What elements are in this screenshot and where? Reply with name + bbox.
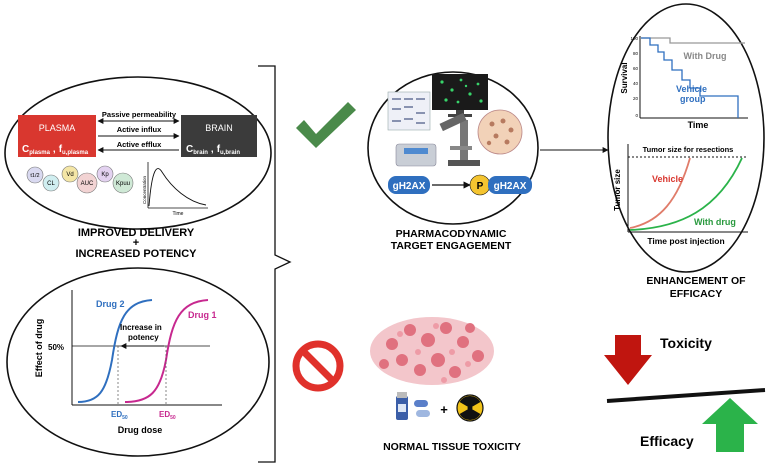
pcr-machine-icon <box>395 143 437 167</box>
pk-param-kpuu: Kpuu <box>116 181 130 187</box>
no-entry-icon <box>292 340 344 392</box>
toxicity-caption: NORMAL TISSUE TOXICITY <box>383 441 521 453</box>
conc-axis-label: Concentration <box>142 175 147 204</box>
pk-oval <box>4 76 272 230</box>
plasma-box <box>18 115 96 157</box>
bracket <box>258 65 292 463</box>
pd-caption-2: TARGET ENGAGEMENT <box>391 240 512 252</box>
western-blot-gel <box>387 91 431 131</box>
surv-vehicle-label-1: Vehicle <box>676 84 707 94</box>
tumor-plot: Tumor size for resections Vehicle With d… <box>613 144 748 246</box>
plasma-conc: Cplasma,fu,plasma <box>22 144 89 156</box>
dr-ylabel: Effect of drug <box>34 319 44 378</box>
caption-increased-potency: INCREASED POTENCY <box>75 248 197 260</box>
conc-time-mini-plot: Concentration Time <box>142 162 208 217</box>
with-drug-curve <box>641 37 745 44</box>
potency-annotation-2: potency <box>128 333 159 342</box>
drug2-label: Drug 2 <box>96 299 125 309</box>
tumor-drug-curve <box>629 157 743 231</box>
efficacy-up-arrow <box>702 398 758 452</box>
efficacy-caption-1: ENHANCEMENT OF <box>646 275 746 287</box>
surv-tick-40: 40 <box>633 81 639 86</box>
surv-tick-80: 80 <box>633 51 639 56</box>
ed50-drug1: ED50 <box>159 410 176 421</box>
survival-plot: 100 80 60 40 20 0 With Drug Vehicle grou… <box>620 36 748 130</box>
pd-oval <box>367 71 539 225</box>
surv-tick-0: 0 <box>635 113 638 118</box>
surv-xlabel: Time <box>688 120 709 130</box>
caption-plus: + <box>133 237 139 249</box>
brain-label: BRAIN <box>205 123 233 133</box>
toxicity-label: Toxicity <box>660 335 712 351</box>
pk-param-vd: Vd <box>66 172 73 178</box>
normal-tissue-illustration <box>370 317 494 385</box>
balance-beam <box>606 388 766 403</box>
threshold-label: Tumor size for resections <box>643 145 734 154</box>
surv-ylabel: Survival <box>620 62 629 93</box>
pk-param-t-half: t1/2 <box>30 173 39 179</box>
dose-response-plot: Effect of drug Drug dose 50% Drug 2 Drug… <box>34 290 222 435</box>
tissue-magnification <box>477 109 523 155</box>
surv-with-drug-label: With Drug <box>684 51 727 61</box>
tumor-vehicle-curve <box>629 157 691 229</box>
drug-vial-icon <box>396 392 408 420</box>
pk-param-kp: Kp <box>101 172 109 178</box>
tumor-drug-label: With drug <box>694 217 736 227</box>
brain-box <box>181 115 257 157</box>
tumor-vehicle-label: Vehicle <box>652 174 683 184</box>
dr-xlabel: Drug dose <box>118 425 163 435</box>
gh2ax-right-label: gH2AX <box>494 181 527 192</box>
surv-tick-100: 100 <box>630 36 638 41</box>
caption-improved-delivery: IMPROVED DELIVERY <box>78 227 195 239</box>
phospho-label: P <box>477 181 484 192</box>
surv-vehicle-label-2: group <box>680 94 706 104</box>
dose-response-oval <box>6 267 270 457</box>
drug1-label: Drug 1 <box>188 310 217 320</box>
efficacy-oval <box>607 3 765 273</box>
vehicle-curve <box>641 37 739 118</box>
plasma-label: PLASMA <box>39 123 76 133</box>
gh2ax-left-label: gH2AX <box>393 181 426 192</box>
drug2-curve <box>77 299 153 403</box>
tumor-xlabel: Time post injection <box>647 236 724 246</box>
ed50-drug2: ED50 <box>111 410 128 421</box>
surv-tick-20: 20 <box>633 96 639 101</box>
brain-conc: Cbrain,fu,brain <box>186 144 240 156</box>
surv-tick-60: 60 <box>633 66 639 71</box>
check-icon <box>296 102 356 148</box>
efficacy-label: Efficacy <box>640 433 694 449</box>
toxicity-plus: + <box>440 402 448 417</box>
pill-icons <box>414 400 430 417</box>
microscope-icon <box>439 112 480 166</box>
tumor-ylabel: Tumor size <box>613 169 622 211</box>
gh2ax-box-left <box>388 176 430 194</box>
radiation-icon <box>456 394 484 422</box>
pd-caption-1: PHARMACODYNAMIC <box>396 228 507 240</box>
gh2ax-box-right <box>488 176 532 194</box>
pk-param-cl: CL <box>47 181 55 187</box>
pk-param-auc: AUC <box>81 181 94 187</box>
efficacy-caption-2: EFFICACY <box>670 288 723 300</box>
dr-y-tick-50: 50% <box>48 343 64 352</box>
potency-annotation-1: Increase in <box>120 323 162 332</box>
lab-illustrations <box>387 74 523 167</box>
passive-permeability-label: Passive permeability <box>102 110 177 119</box>
toxicity-down-arrow <box>604 335 652 385</box>
active-efflux-label: Active efflux <box>117 140 162 149</box>
time-axis-label: Time <box>173 211 184 217</box>
active-influx-label: Active influx <box>117 125 162 134</box>
pk-params: t1/2 CL Vd AUC Kp Kpuu <box>26 165 134 194</box>
